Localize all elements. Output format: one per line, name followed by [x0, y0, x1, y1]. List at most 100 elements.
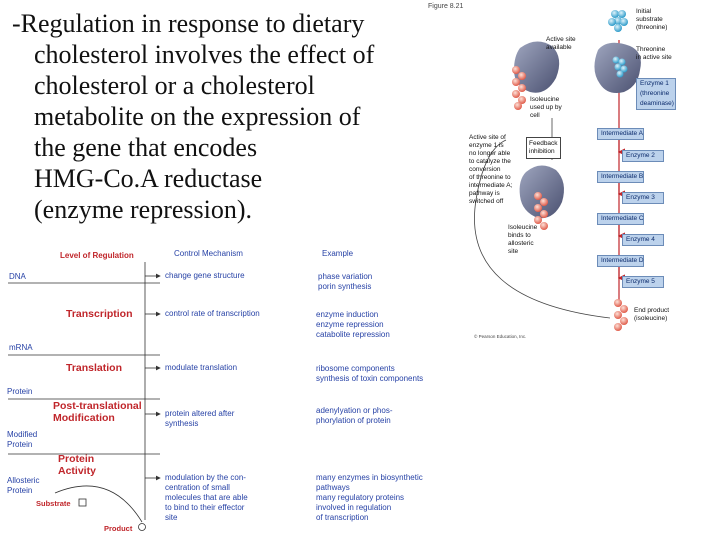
fig-line: Initial — [636, 8, 652, 15]
step-enzyme-5: Enzyme 5 — [622, 276, 664, 288]
mech-line: centration of small — [165, 483, 230, 492]
fig-line: cell — [530, 112, 540, 119]
mechanism-translation: modulate translation — [165, 363, 238, 372]
main-text-line: the gene that encodes — [34, 133, 258, 162]
fig-line: (threonine — [640, 90, 670, 97]
example-dna: phase variation porin synthesis — [318, 272, 372, 292]
level-line: Modification — [53, 412, 115, 424]
fig-line: Active site of — [469, 134, 506, 141]
feedback-inhibition-box: Feedback inhibition — [526, 137, 561, 159]
example-post-translational: adenylyation or phos- phorylation of pro… — [316, 406, 393, 426]
ex-line: catabolite repression — [316, 330, 390, 339]
fig-line: deaminase) — [640, 100, 674, 107]
molecule-protein: Protein — [7, 387, 33, 396]
example-transcription: enzyme induction enzyme repression catab… — [316, 310, 390, 340]
threonine-active-site-label: Threonine in active site — [636, 46, 672, 62]
fig-line: intermediate A; — [469, 182, 513, 189]
ex-line: involved in regulation — [316, 503, 392, 512]
fig-line: no longer able — [469, 150, 511, 157]
molecule-modified-protein: Modified Protein — [7, 430, 37, 450]
end-product-molecule — [614, 299, 628, 331]
isoleucine-binds-label: Isoleucine binds to allosteric site — [508, 224, 537, 256]
main-text-line: metabolite on the expression of — [34, 102, 361, 131]
ex-line: enzyme induction — [316, 310, 379, 319]
molecule-allosteric-protein: Allosteric Protein — [7, 476, 39, 496]
level-translation: Translation — [66, 362, 123, 374]
mol-line: Modified — [7, 430, 38, 439]
threonine-molecule — [608, 10, 628, 32]
mechanism-dna: change gene structure — [165, 271, 245, 280]
level-post-translational: Post-translational Modification — [53, 400, 142, 424]
fig-line: Feedback — [529, 140, 558, 147]
initial-substrate-label: Initial substrate (threonine) — [636, 8, 667, 32]
fig-line: enzyme 1 is — [469, 142, 504, 149]
figure-label: Figure 8.21 — [428, 3, 464, 10]
fig-line: Isoleucine — [530, 96, 560, 103]
mech-line: to bind to their effector — [165, 503, 245, 512]
ex-line: porin synthesis — [318, 282, 372, 291]
mechanism-protein-activity: modulation by the con- centration of sma… — [165, 473, 248, 523]
feedback-figure-art — [474, 10, 641, 331]
enzyme1-box: Enzyme 1 (threonine deaminase) — [636, 78, 676, 110]
fig-line: used up by — [530, 104, 562, 111]
mech-line: molecules that are able — [165, 493, 248, 502]
level-line: Activity — [58, 465, 96, 477]
step-intermediate-d: Intermediate D — [597, 255, 644, 267]
ex-line: adenylyation or phos- — [316, 406, 393, 415]
regulation-diagram-lines — [8, 262, 161, 531]
ex-line: enzyme repression — [316, 320, 384, 329]
product-label: Product — [104, 524, 133, 533]
fig-line: available — [546, 44, 572, 51]
header-mechanism: Control Mechanism — [174, 249, 243, 258]
end-product-label: End product (isoleucine) — [634, 307, 669, 323]
isoleucine-used-label: Isoleucine used up by cell — [530, 96, 562, 120]
step-enzyme-4: Enzyme 4 — [622, 234, 664, 246]
feedback-arc — [474, 139, 611, 319]
mechanism-post-translational: protein altered after synthesis — [165, 409, 234, 429]
active-site-nolonger-label: Active site of enzyme 1 is no longer abl… — [469, 134, 512, 206]
example-translation: ribosome components synthesis of toxin c… — [316, 364, 423, 384]
product-circle — [138, 523, 146, 531]
copyright-text: © Pearson Education, Inc. — [474, 334, 527, 339]
main-text-line: cholesterol or a cholesterol — [34, 71, 315, 100]
active-enzyme-shape — [514, 41, 560, 93]
fig-line: (threonine) — [636, 24, 668, 31]
ex-line: of transcription — [316, 513, 369, 522]
molecule-mrna: mRNA — [9, 343, 33, 352]
fig-line: allosteric — [508, 240, 534, 247]
main-text-line: cholesterol involves the effect of — [34, 40, 375, 69]
fig-line: Enzyme 1 — [640, 80, 669, 87]
mech-line: synthesis — [165, 419, 199, 428]
fig-line: Threonine — [636, 46, 666, 53]
substrate-square — [78, 498, 87, 507]
substrate-label: Substrate — [36, 499, 71, 508]
mech-line: site — [165, 513, 178, 522]
isoleucine-molecule-top — [512, 66, 526, 110]
active-site-available-label: Active site available — [546, 36, 576, 52]
ex-line: phorylation of protein — [316, 416, 391, 425]
mechanism-transcription: control rate of transcription — [165, 309, 260, 318]
level-transcription: Transcription — [66, 308, 133, 320]
mol-line: Protein — [7, 486, 33, 495]
molecule-dna: DNA — [9, 272, 26, 281]
threonine-in-site — [612, 56, 628, 78]
header-level: Level of Regulation — [60, 251, 134, 260]
fig-line: binds to — [508, 232, 531, 239]
ex-line: synthesis of toxin components — [316, 374, 424, 383]
header-example: Example — [322, 249, 354, 258]
mol-line: Allosteric — [7, 476, 40, 485]
mol-line: Protein — [7, 440, 33, 449]
level-protein-activity: Protein Activity — [58, 453, 96, 477]
main-text-line: -Regulation in response to dietary — [12, 9, 365, 38]
step-intermediate-b: Intermediate B — [597, 171, 644, 183]
fig-line: inhibition — [529, 148, 555, 155]
mech-line: modulation by the con- — [165, 473, 246, 482]
product-curve — [54, 485, 143, 523]
ex-line: phase variation — [318, 272, 373, 281]
step-intermediate-a: Intermediate A — [597, 128, 644, 140]
isoleucine-molecule-bound — [534, 192, 548, 230]
level-line: Protein — [58, 453, 95, 465]
main-text-line: HMG-Co.A reductase — [34, 164, 263, 193]
fig-line: to catalyze the — [469, 158, 511, 165]
fig-line: site — [508, 248, 519, 255]
